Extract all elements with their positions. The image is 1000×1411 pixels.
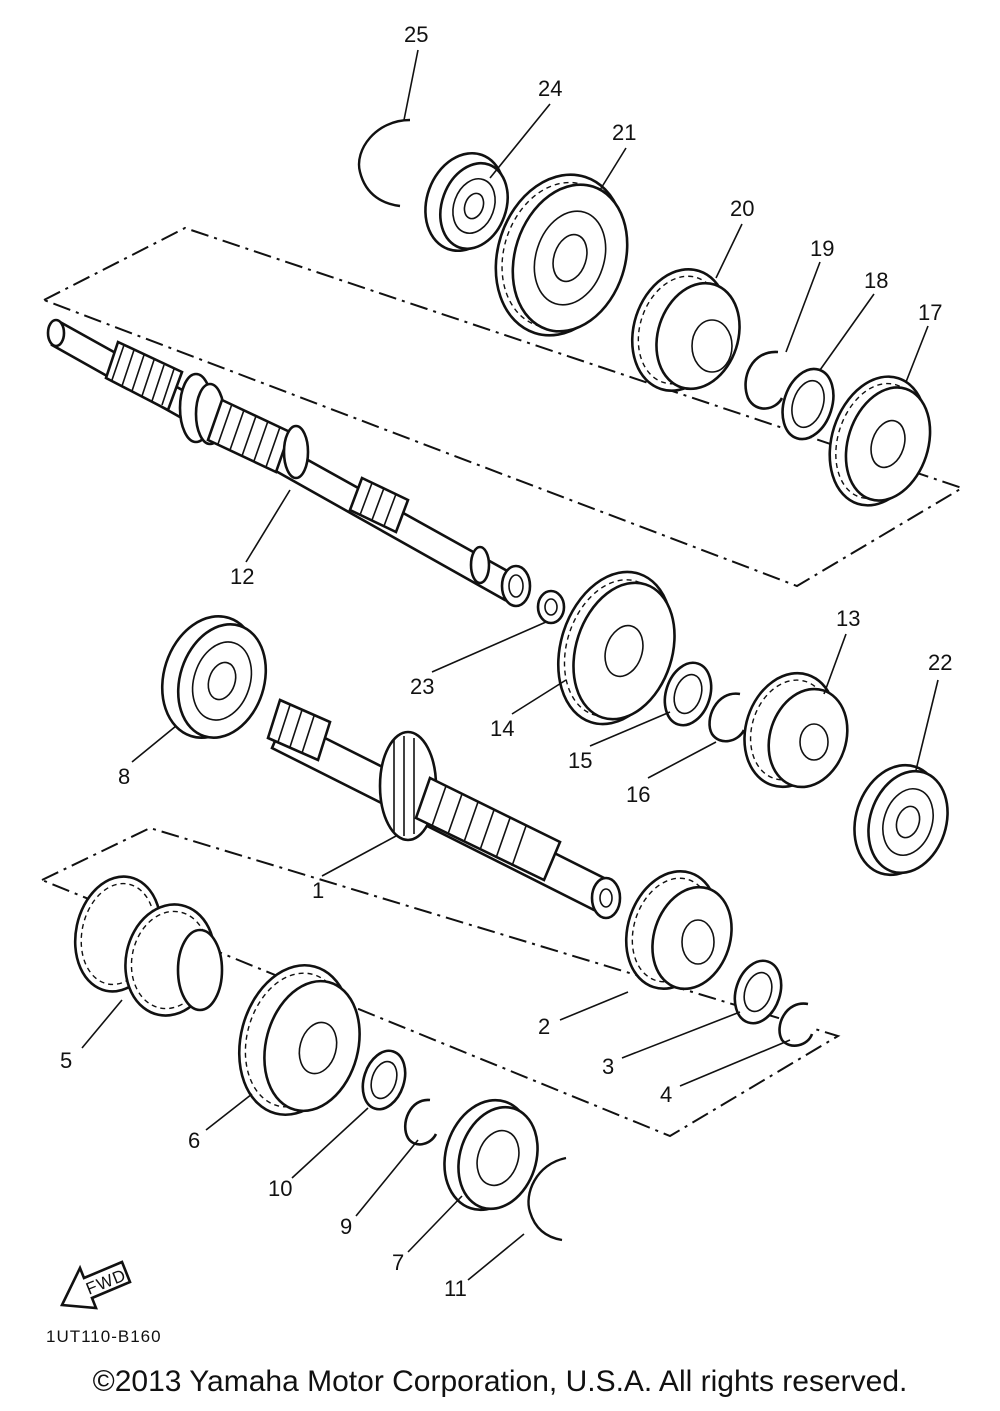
main-axle-1 — [266, 698, 622, 920]
copyright-notice: ©2013 Yamaha Motor Corporation, U.S.A. A… — [92, 1365, 908, 1398]
circlip-25 — [357, 118, 411, 208]
label-12: 12 — [230, 564, 254, 589]
label-7: 7 — [392, 1250, 404, 1275]
label-9: 9 — [340, 1214, 352, 1239]
splines-c — [348, 476, 410, 534]
splines-b — [206, 398, 292, 474]
label-1: 1 — [312, 878, 324, 903]
gear-21 — [494, 173, 629, 337]
label-21: 21 — [612, 120, 636, 145]
label-19: 19 — [810, 236, 834, 261]
label-15: 15 — [568, 748, 592, 773]
washer-3 — [733, 959, 783, 1025]
circlip-16 — [708, 692, 746, 743]
gear-5 — [73, 875, 224, 1017]
label-8: 8 — [118, 764, 130, 789]
drawing-code: 1UT110-B160 — [46, 1327, 162, 1346]
circlip-19 — [744, 350, 784, 410]
upper-assembly-frame — [43, 226, 965, 588]
label-2: 2 — [538, 1014, 550, 1039]
label-24: 24 — [538, 76, 562, 101]
label-5: 5 — [60, 1048, 72, 1073]
label-17: 17 — [918, 300, 942, 325]
lower-assembly-frame — [41, 826, 841, 1138]
label-13: 13 — [836, 606, 860, 631]
label-10: 10 — [268, 1176, 292, 1201]
label-16: 16 — [626, 782, 650, 807]
leader-lines — [81, 49, 939, 1281]
splines-a — [104, 340, 184, 412]
bearing-8 — [160, 615, 268, 739]
part-labels: 25 24 21 20 19 18 17 12 23 14 15 16 13 2… — [60, 22, 952, 1301]
label-23: 23 — [410, 674, 434, 699]
splines-d — [266, 698, 332, 762]
gear-6 — [237, 963, 361, 1117]
label-18: 18 — [864, 268, 888, 293]
washer-18 — [781, 367, 835, 441]
fwd-arrow: FWD — [60, 1260, 132, 1310]
label-3: 3 — [602, 1054, 614, 1079]
gear-20 — [630, 268, 741, 392]
label-14: 14 — [490, 716, 514, 741]
bushing-23 — [536, 589, 566, 625]
label-6: 6 — [188, 1128, 200, 1153]
gear-17 — [828, 375, 932, 507]
circlip-4 — [778, 1002, 814, 1047]
circlip-11 — [527, 1156, 567, 1242]
gear-13 — [743, 671, 849, 789]
gear-14 — [556, 570, 676, 726]
label-20: 20 — [730, 196, 754, 221]
washer-15 — [663, 661, 713, 727]
washer-10 — [361, 1049, 407, 1111]
label-4: 4 — [660, 1082, 672, 1107]
circlip-9 — [403, 1098, 438, 1146]
bearing-24 — [424, 151, 509, 253]
label-11: 11 — [444, 1276, 467, 1301]
gear-2 — [624, 870, 733, 991]
bearing-7 — [443, 1098, 539, 1212]
label-25: 25 — [404, 22, 428, 47]
bearing-22 — [853, 763, 949, 877]
main-axle-12 — [46, 318, 532, 608]
label-22: 22 — [928, 650, 952, 675]
